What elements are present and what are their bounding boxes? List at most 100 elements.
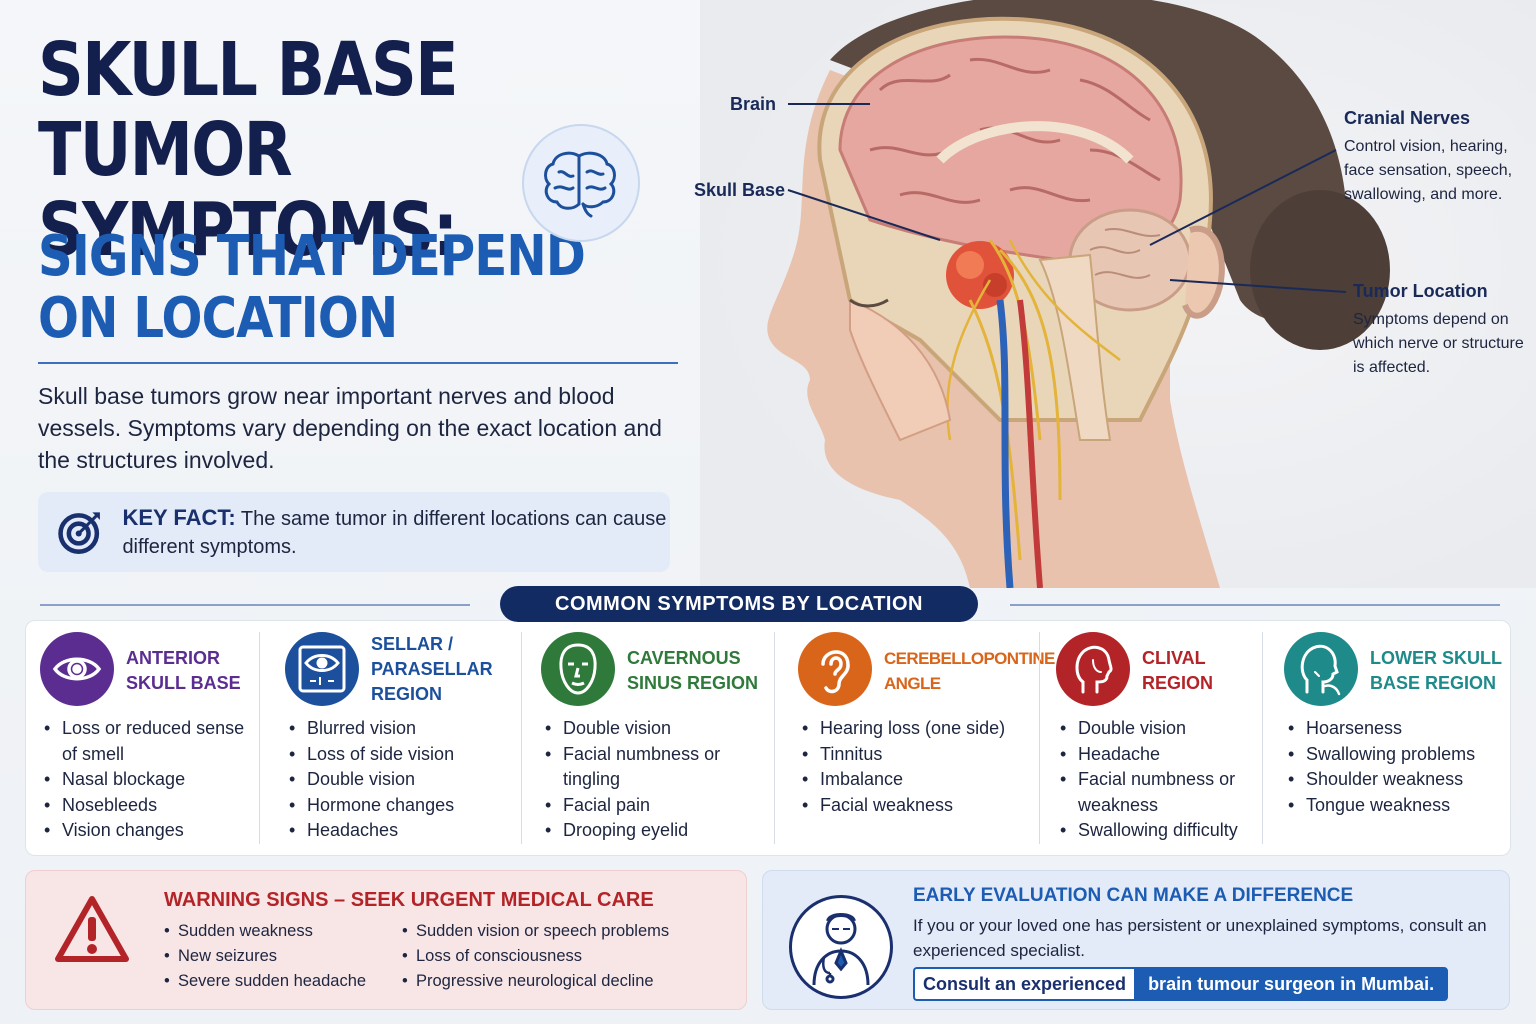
early-evaluation-text: If you or your loved one has persistent … [913,916,1487,960]
symptom-list: Hearing loss (one side) Tinnitus Imbalan… [802,716,1032,818]
eye-chart-icon [298,645,346,693]
list-item: Headaches [289,818,514,844]
anatomy-illustration: Brain Skull Base Cranial Nerves Control … [694,0,1536,589]
warning-list-left: Sudden weakness New seizures Severe sudd… [164,919,394,994]
key-fact-box: KEY FACT: The same tumor in different lo… [38,492,670,572]
list-item: Tongue weakness [1288,793,1506,819]
cranial-nerves-description: Control vision, hearing, face sensation,… [1344,138,1513,203]
target-icon [58,512,100,554]
warning-signs-card: WARNING SIGNS – SEEK URGENT MEDICAL CARE… [25,870,747,1010]
list-item: Blurred vision [289,716,514,742]
list-item: Headache [1060,742,1256,768]
label-brain: Brain [730,94,777,114]
list-item: Swallowing difficulty [1060,818,1256,844]
location-icon-circle [541,632,615,706]
eye-icon [52,657,102,681]
title-divider [38,362,678,364]
list-item: New seizures [164,944,394,969]
key-fact-label: KEY FACT: [122,504,236,530]
ear-icon [821,650,850,694]
location-column-clival: CLIVAL REGION Double vision Headache Fac… [1056,632,1256,844]
intro-text: Skull base tumors grow near important ne… [38,383,662,473]
list-item: Progressive neurological decline [402,969,722,994]
page-title: SKULL BASE TUMOR SYMPTOMS: [38,27,459,273]
list-item: Nasal blockage [44,767,254,793]
list-item: Hoarseness [1288,716,1506,742]
symptom-list: Loss or reduced sense of smell Nasal blo… [44,716,254,844]
label-tumor-location: Tumor Location [1353,281,1488,301]
label-cranial-nerves: Cranial Nerves [1344,108,1471,128]
doctor-icon-circle [789,895,893,999]
cta-prefix: Consult an experienced [913,967,1135,1001]
list-item: Shoulder weakness [1288,767,1506,793]
doctor-icon [812,913,870,986]
key-fact-text: KEY FACT: The same tumor in different lo… [122,504,670,561]
list-item: Imbalance [802,767,1032,793]
list-item: Double vision [289,767,514,793]
throat-icon [1300,644,1341,696]
symptom-list: Double vision Facial numbness or tinglin… [545,716,769,844]
list-item: Double vision [1060,716,1256,742]
list-item: Swallowing problems [1288,742,1506,768]
list-item: Hormone changes [289,793,514,819]
column-divider [521,632,522,844]
brain-icon [544,151,616,218]
list-item: Tinnitus [802,742,1032,768]
cta-highlight: brain tumour surgeon in Mumbai. [1134,967,1449,1001]
location-title: SELLAR / PARASELLAR REGION [371,634,493,704]
list-item: Nosebleeds [44,793,254,819]
head-profile-icon [1075,645,1113,694]
location-column-lower: LOWER SKULL BASE REGION Hoarseness Swall… [1284,632,1506,844]
location-column-anterior: ANTERIOR SKULL BASE Loss or reduced sens… [40,632,255,844]
location-column-cerebellopontine: CEREBELLOPONTINE ANGLE Hearing loss (one… [798,632,1055,844]
location-title: LOWER SKULL BASE REGION [1370,648,1502,693]
location-icon-circle [285,632,359,706]
location-icon-circle [1284,632,1358,706]
key-fact-body: The same tumor in different locations ca… [122,507,667,558]
banner-line-left [40,604,470,606]
warning-title: WARNING SIGNS – SEEK URGENT MEDICAL CARE [164,889,654,911]
list-item: Facial pain [545,793,769,819]
list-item: Hearing loss (one side) [802,716,1032,742]
symptom-list: Hoarseness Swallowing problems Shoulder … [1288,716,1506,818]
column-divider [774,632,775,844]
location-icon-circle [798,632,872,706]
section-banner: COMMON SYMPTOMS BY LOCATION [500,586,978,622]
early-evaluation-card: EARLY EVALUATION CAN MAKE A DIFFERENCE I… [762,870,1510,1010]
list-item: Loss of consciousness [402,944,722,969]
list-item: Facial weakness [802,793,1032,819]
warning-icon [55,896,129,962]
location-column-cavernous: CAVERNOUS SINUS REGION Double vision Fac… [541,632,769,844]
consult-cta[interactable]: Consult an experienced brain tumour surg… [913,967,1449,1001]
location-title: CAVERNOUS SINUS REGION [627,648,759,693]
banner-line-right [1010,604,1500,606]
list-item: Drooping eyelid [545,818,769,844]
list-item: Loss of side vision [289,742,514,768]
location-title: CEREBELLOPONTINE ANGLE [884,649,1055,693]
location-column-sellar: SELLAR / PARASELLAR REGION Blurred visio… [285,632,515,844]
tumor-location-description: Symptoms depend on which nerve or struct… [1353,311,1524,376]
list-item: Severe sudden headache [164,969,394,994]
label-skull-base: Skull Base [694,180,786,200]
face-icon [559,643,597,695]
list-item: Sudden vision or speech problems [402,919,722,944]
location-title: CLIVAL REGION [1142,648,1214,693]
list-item: Facial numbness or tingling [545,742,769,793]
column-divider [1039,632,1040,844]
location-icon-circle [1056,632,1130,706]
page-subtitle: SIGNS THAT DEPEND ON LOCATION [38,224,586,351]
brain-icon-badge [522,124,640,242]
location-title: ANTERIOR SKULL BASE [126,648,241,693]
symptom-list: Double vision Headache Facial numbness o… [1060,716,1256,844]
head-cross-section-illustration [700,0,1536,589]
warning-list-right: Sudden vision or speech problems Loss of… [402,919,722,994]
symptom-list: Blurred vision Loss of side vision Doubl… [289,716,514,844]
list-item: Sudden weakness [164,919,394,944]
column-divider [1262,632,1263,844]
list-item: Loss or reduced sense of smell [44,716,254,767]
list-item: Vision changes [44,818,254,844]
column-divider [259,632,260,844]
list-item: Facial numbness or weakness [1060,767,1256,818]
location-icon-circle [40,632,114,706]
list-item: Double vision [545,716,769,742]
